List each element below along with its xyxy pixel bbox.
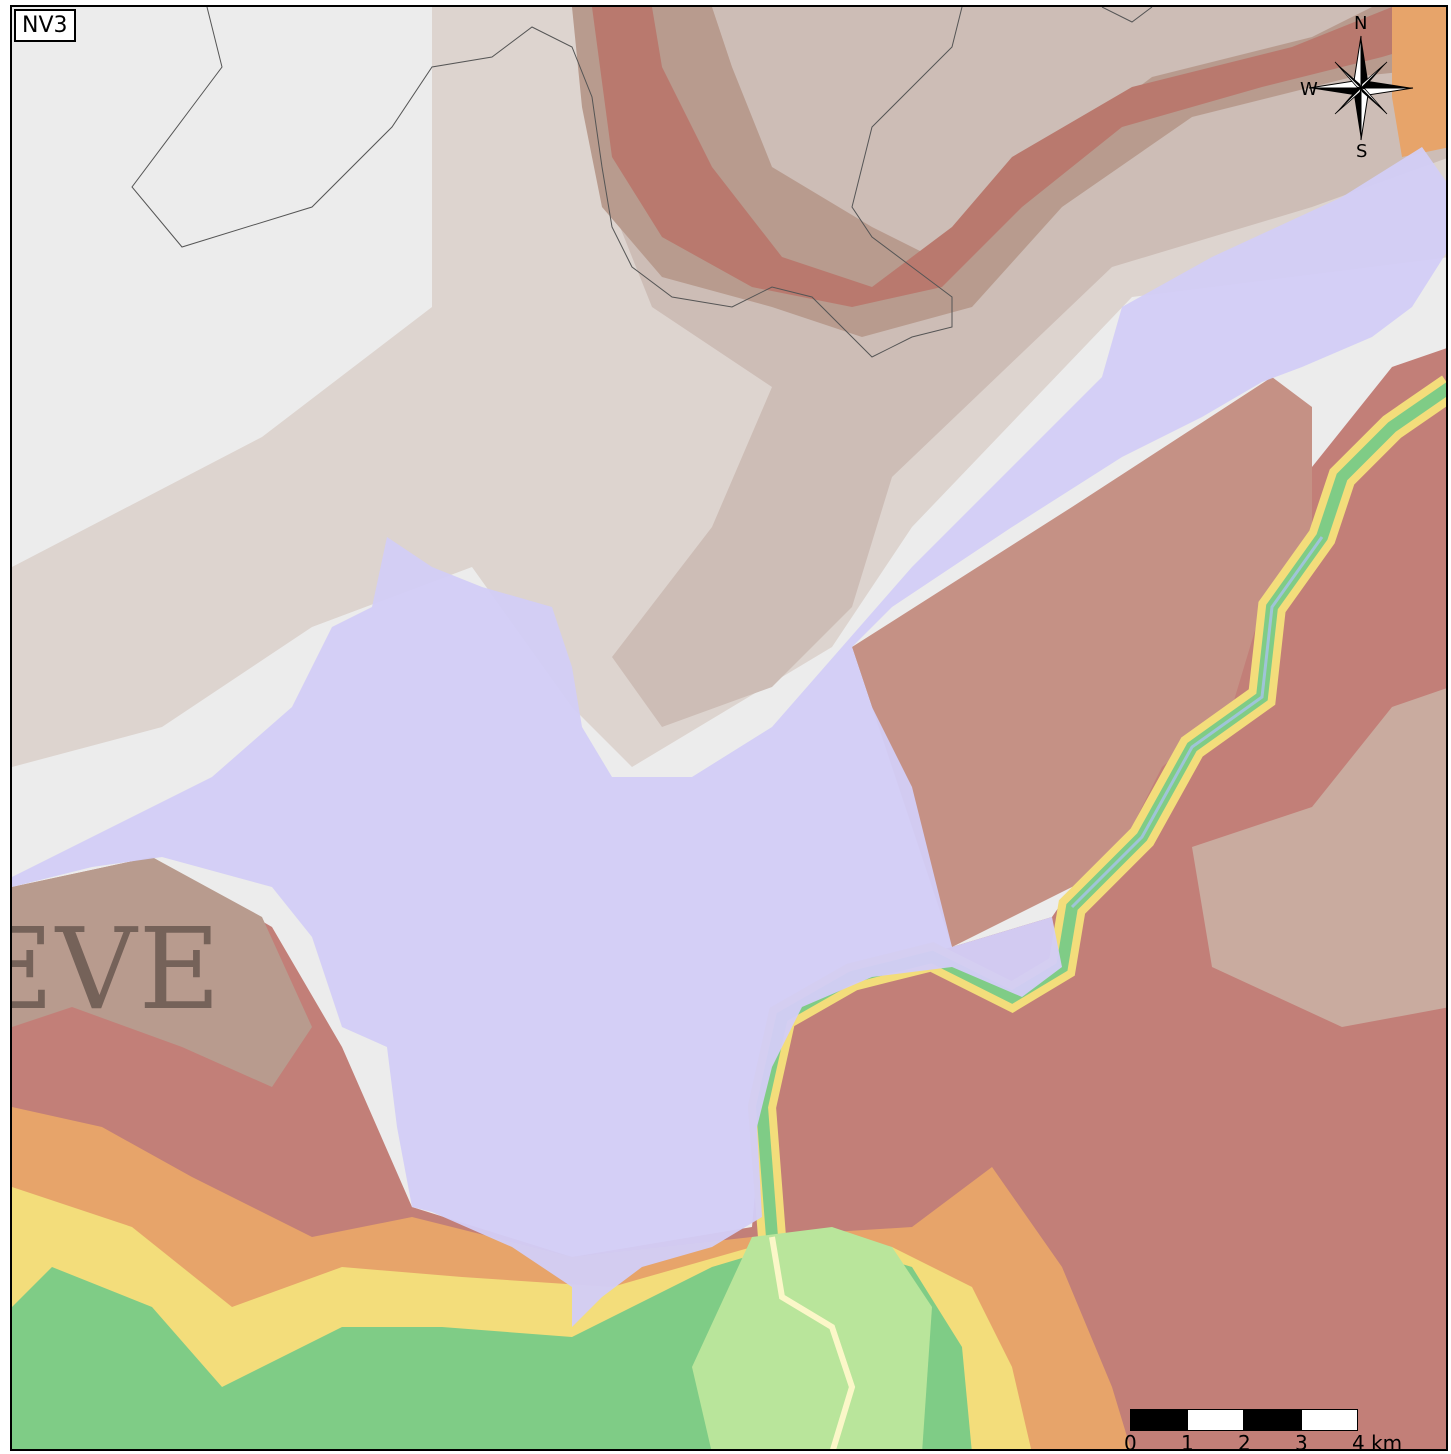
scale-segment [1187, 1409, 1244, 1431]
scale-tick-4: 4 km [1352, 1431, 1403, 1451]
eastern-plateau [852, 377, 1312, 947]
southern-mountains [12, 348, 1446, 1449]
lake[interactable] [12, 147, 1448, 1327]
compass-north-label: N [1354, 13, 1368, 34]
compass-south-label: S [1356, 141, 1368, 162]
scale-tick-0: 0 [1124, 1431, 1137, 1451]
place-label: EVE [12, 905, 223, 1035]
scale-tick-1: 1 [1181, 1431, 1194, 1451]
river [1070, 536, 1324, 909]
administrative-border-ne [1101, 7, 1153, 23]
rhone-plain [692, 1227, 932, 1449]
map-frame: NV3 EVE N W S [10, 5, 1448, 1451]
panel-label: NV3 [14, 9, 76, 42]
ne-corner-high [1392, 7, 1446, 157]
scale-tick-2: 2 [1238, 1431, 1251, 1451]
scale-segment [1301, 1409, 1358, 1431]
scale-segment [1130, 1409, 1187, 1431]
compass-west-label: W [1300, 79, 1318, 100]
eastern-highland-light [1192, 688, 1446, 1027]
elevation-map[interactable] [12, 7, 1448, 1451]
plain-stream [769, 1236, 856, 1449]
scale-segment [1244, 1409, 1301, 1431]
scale-bar: 0 1 2 3 4 km [1124, 1407, 1430, 1451]
northern-ridge [592, 7, 1446, 307]
compass-rose: N W S [1300, 13, 1426, 163]
administrative-border [131, 7, 963, 358]
southwest-slope [12, 857, 312, 1087]
scale-tick-3: 3 [1295, 1431, 1308, 1451]
compass-rose-icon [1308, 35, 1414, 141]
